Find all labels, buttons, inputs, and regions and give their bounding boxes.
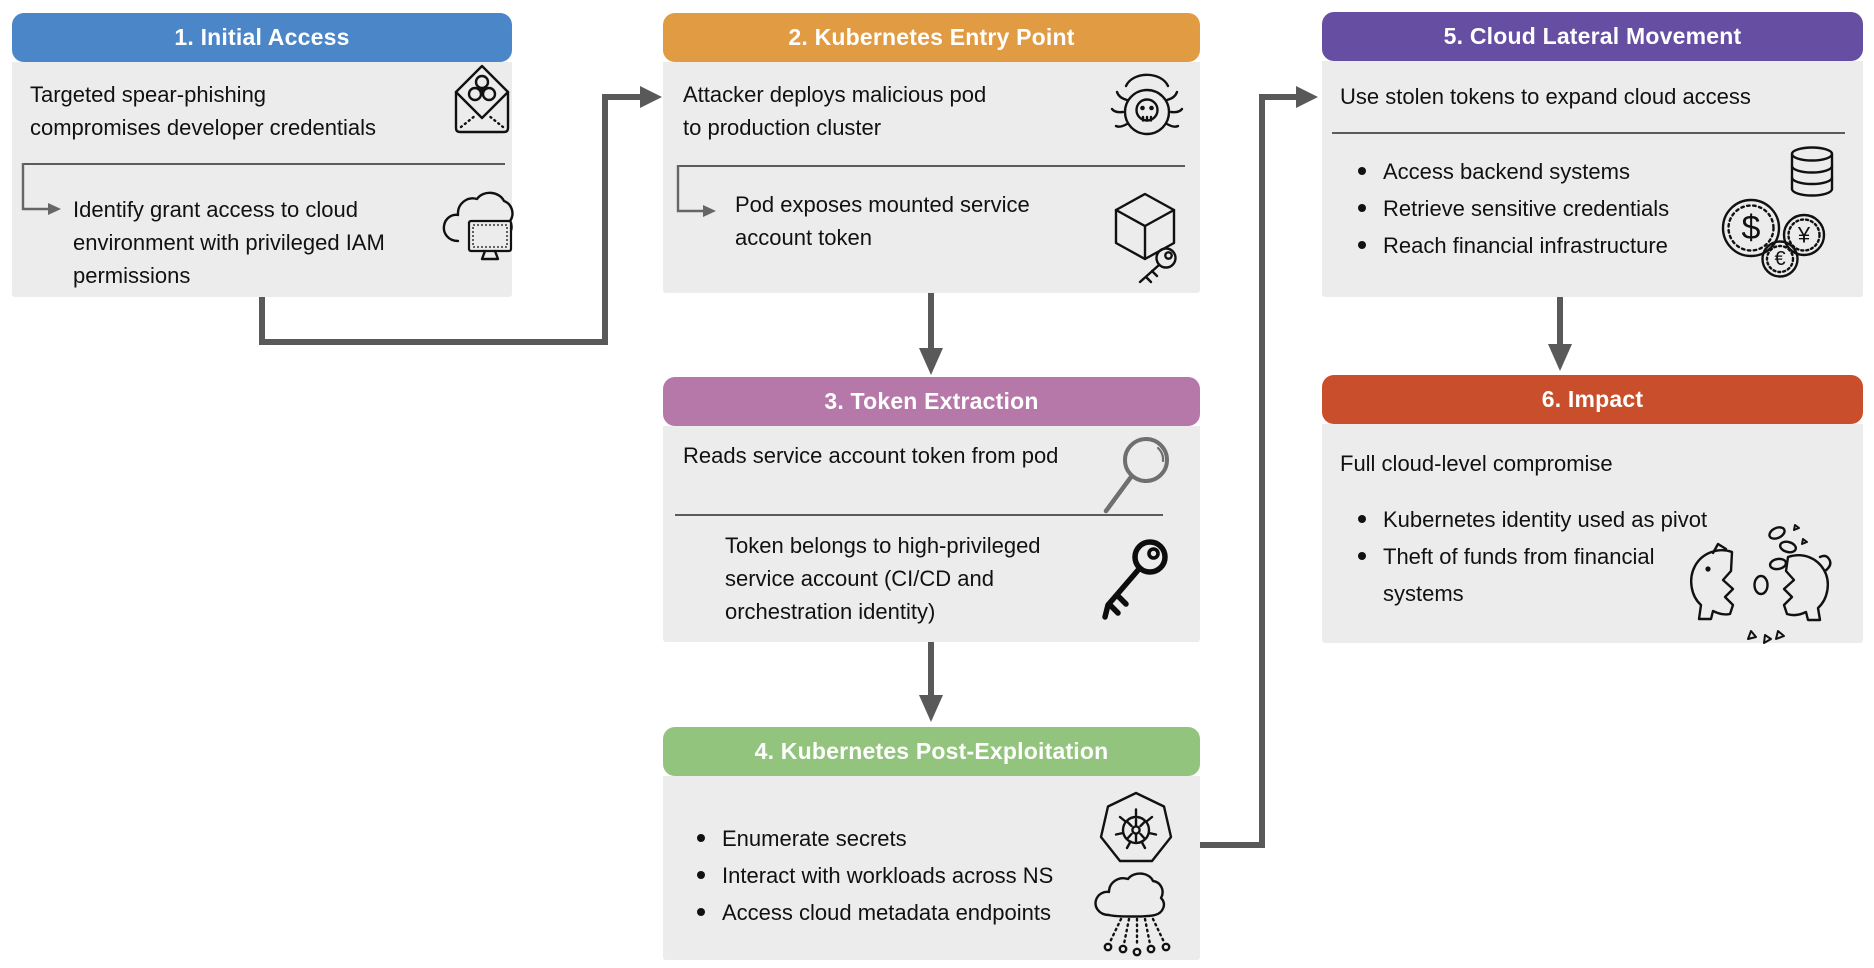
arrow-postexploitation-to-lateral (1200, 86, 1318, 848)
stage-header: 5. Cloud Lateral Movement (1322, 12, 1863, 61)
stage-title: 1. Initial Access (174, 24, 350, 50)
bullet-dot (1358, 552, 1366, 560)
dollar-symbol: $ (1742, 209, 1761, 247)
kubernetes-helm-icon (1099, 791, 1173, 863)
bullet-list: Kubernetes identity used as pivot Theft … (1358, 501, 1707, 612)
magnifier-icon (1103, 437, 1169, 514)
stage-body: Targeted spear-phishing compromises deve… (12, 62, 514, 297)
stage-title: 6. Impact (1541, 386, 1644, 412)
main-text: Use stolen tokens to expand cloud access (1340, 84, 1751, 109)
arrow-extraction-to-postexploitation (919, 640, 943, 722)
stage-body: Use stolen tokens to expand cloud access… (1322, 61, 1863, 297)
branch-arrow-icon (676, 165, 716, 217)
stage-title: 4. Kubernetes Post-Exploitation (754, 738, 1109, 764)
pod-cube-key-icon (1114, 192, 1177, 284)
bullet-item: Interact with workloads across NS (697, 857, 1053, 894)
stage-title: 2. Kubernetes Entry Point (788, 24, 1075, 50)
bullet-item: Enumerate secrets (697, 820, 1053, 857)
yen-symbol: ¥ (1797, 223, 1811, 248)
bullet-dot (697, 834, 705, 842)
privileged-key-icon (1102, 539, 1168, 620)
database-icon (1790, 146, 1834, 197)
divider (677, 165, 1185, 167)
divider (22, 163, 505, 165)
stage-title: 5. Cloud Lateral Movement (1443, 23, 1742, 49)
stage-header: 3. Token Extraction (663, 377, 1200, 426)
stage-body: Full cloud-level compromise Kubernetes i… (1322, 424, 1863, 644)
bullet-item: Kubernetes identity used as pivot (1358, 501, 1707, 538)
stage-title: 3. Token Extraction (824, 388, 1039, 414)
sub-text: Token belongs to high-privileged service… (725, 533, 1041, 624)
bullet-item: Retrieve sensitive credentials (1358, 190, 1669, 227)
main-text: Attacker deploys malicious pod to produc… (683, 82, 987, 140)
stage-header: 2. Kubernetes Entry Point (663, 13, 1200, 62)
biohazard-envelope-icon (454, 64, 510, 134)
cloud-workstation-icon (442, 191, 514, 261)
bullet-dot (697, 871, 705, 879)
euro-symbol: € (1774, 248, 1785, 270)
stage-header: 1. Initial Access (12, 13, 512, 62)
stage-body: Reads service account token from pod Tok… (663, 426, 1200, 642)
bullet-dot (1358, 515, 1366, 523)
main-text: Full cloud-level compromise (1340, 451, 1613, 476)
branch-arrow-icon (21, 163, 61, 215)
sub-text: Pod exposes mounted service account toke… (735, 192, 1030, 250)
bullet-dot (1358, 204, 1366, 212)
stage-header: 4. Kubernetes Post-Exploitation (663, 727, 1200, 776)
main-text: Reads service account token from pod (683, 443, 1059, 468)
arrow-lateral-to-impact (1548, 295, 1572, 371)
arrow-entry-to-extraction (919, 291, 943, 375)
stage-box-kubernetes-entry: 2. Kubernetes Entry Point Attacker deplo… (663, 13, 1200, 293)
sub-text: Identify grant access to cloud environme… (73, 197, 385, 288)
main-text: Targeted spear-phishing compromises deve… (30, 82, 377, 140)
divider (675, 514, 1163, 516)
stage-box-impact: 6. Impact Full cloud-level compromise Ku… (1322, 375, 1863, 644)
divider (1332, 132, 1845, 134)
malicious-pod-bug-icon (1110, 73, 1184, 136)
currency-coins-icon: ¥ $ € (1721, 198, 1826, 278)
bullet-list: Enumerate secrets Interact with workload… (697, 820, 1053, 931)
bullet-item: Access cloud metadata endpoints (697, 894, 1053, 931)
stage-box-post-exploitation: 4. Kubernetes Post-Exploitation Enumerat… (663, 727, 1200, 960)
bullet-item: Access backend systems (1358, 153, 1669, 190)
stage-box-token-extraction: 3. Token Extraction Reads service accoun… (663, 377, 1200, 642)
stage-header: 6. Impact (1322, 375, 1863, 424)
bullet-item: Reach financial infrastructure (1358, 227, 1669, 264)
bullet-list: Access backend systems Retrieve sensitiv… (1358, 153, 1669, 264)
bullet-item: Theft of funds from financial systems (1358, 538, 1707, 612)
bullet-dot (1358, 241, 1366, 249)
cloud-metadata-icon (1094, 872, 1171, 957)
arrow-initial-to-entry (259, 86, 662, 345)
broken-piggy-bank-icon (1689, 524, 1832, 644)
stage-body: Attacker deploys malicious pod to produc… (663, 62, 1200, 293)
bullet-dot (697, 908, 705, 916)
stage-body: Enumerate secrets Interact with workload… (663, 776, 1200, 960)
stage-box-lateral-movement: 5. Cloud Lateral Movement Use stolen tok… (1322, 12, 1863, 297)
bullet-dot (1358, 167, 1366, 175)
stage-box-initial-access: 1. Initial Access Targeted spear-phishin… (12, 13, 514, 297)
